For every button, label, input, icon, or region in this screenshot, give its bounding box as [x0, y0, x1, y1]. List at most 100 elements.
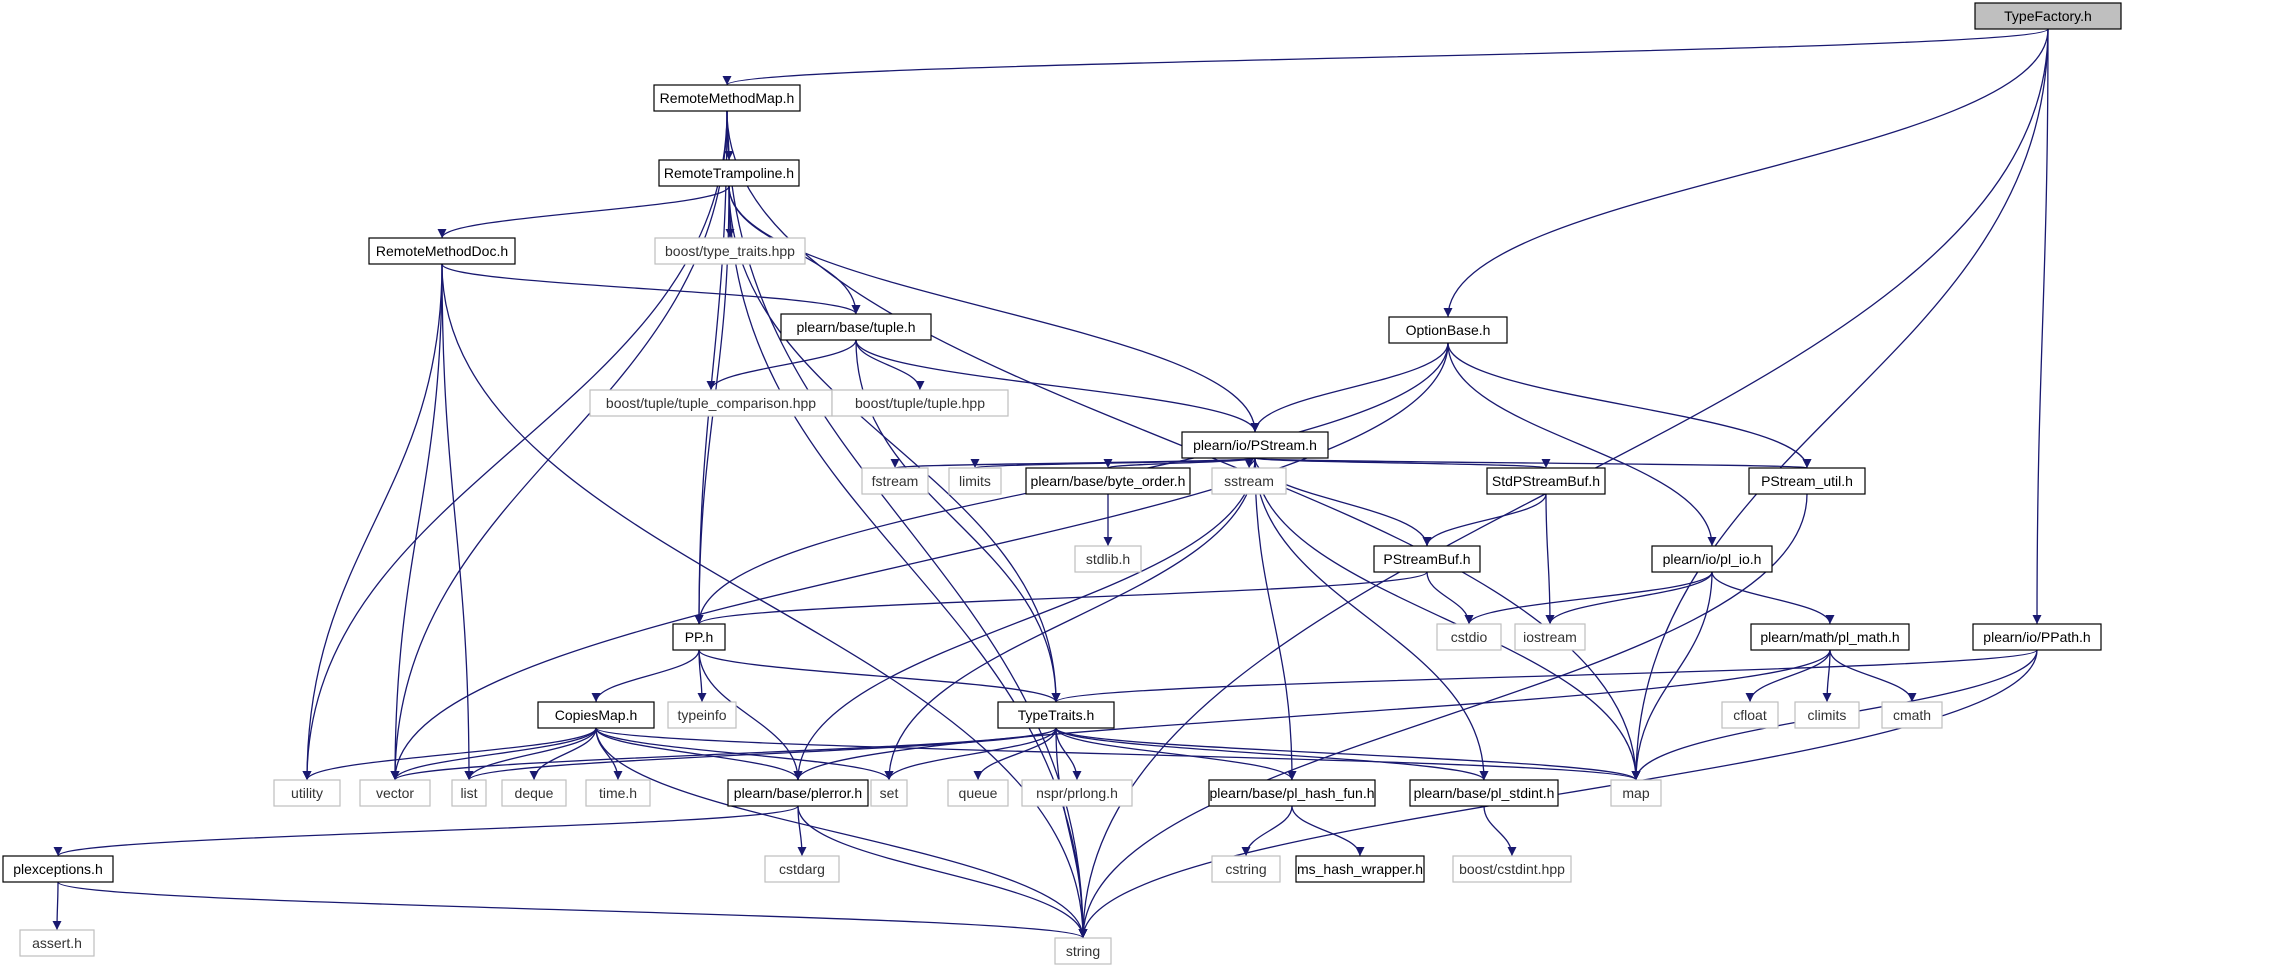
edge-PP-to-CopiesMap — [591, 649, 700, 703]
node-box — [667, 701, 737, 729]
node-boost-tuple: boost/tuple/tuple.hpp — [831, 389, 1009, 417]
node-label: queue — [959, 785, 998, 801]
edge-RemoteMethodMap-to-string — [726, 110, 1088, 939]
node-box — [1025, 467, 1191, 495]
node-box — [1514, 623, 1586, 651]
node-remotemethoddoc[interactable]: RemoteMethodDoc.h — [368, 237, 516, 265]
node-boost-type-traits: boost/type_traits.hpp — [654, 237, 806, 265]
edge-CopiesMap-to-deque — [529, 727, 597, 781]
node-box — [1409, 779, 1559, 807]
node-typetraits[interactable]: TypeTraits.h — [997, 701, 1115, 729]
node-pl-io[interactable]: plearn/io/pl_io.h — [1651, 545, 1773, 573]
edge-pl_math-to-plerror — [793, 649, 1831, 781]
node-plerror[interactable]: plearn/base/plerror.h — [727, 779, 869, 807]
node-fstream: fstream — [861, 467, 929, 495]
edge-StdPStreamBuf-to-iostream — [1545, 493, 1555, 625]
node-label: boost/type_traits.hpp — [665, 243, 795, 259]
node-cstdarg: cstdarg — [764, 855, 840, 883]
edge-StdPStreamBuf-to-PStreamBuf — [1422, 493, 1547, 547]
node-box — [1208, 779, 1376, 807]
node-label: deque — [515, 785, 554, 801]
edge-pl_io-to-map — [1631, 571, 1713, 781]
edge-OptionBase-to-PStream — [1250, 342, 1449, 433]
node-label: stdlib.h — [1086, 551, 1130, 567]
node-byte-order[interactable]: plearn/base/byte_order.h — [1025, 467, 1191, 495]
node-pstream[interactable]: plearn/io/PStream.h — [1181, 431, 1329, 459]
node-optionbase[interactable]: OptionBase.h — [1388, 316, 1508, 344]
node-label: set — [880, 785, 899, 801]
node-label: boost/tuple/tuple.hpp — [855, 395, 985, 411]
node-label: cstring — [1225, 861, 1266, 877]
node-stdlib: stdlib.h — [1074, 545, 1142, 573]
node-ms-hash-wrapper[interactable]: ms_hash_wrapper.h — [1295, 855, 1425, 883]
node-label: time.h — [599, 785, 637, 801]
node-box — [1373, 545, 1481, 573]
node-utility: utility — [273, 779, 341, 807]
node-box — [870, 779, 908, 807]
node-box — [1794, 701, 1860, 729]
node-cmath: cmath — [1881, 701, 1943, 729]
node-typeinfo: typeinfo — [667, 701, 737, 729]
node-pl-stdint[interactable]: plearn/base/pl_stdint.h — [1409, 779, 1559, 807]
node-label: PStreamBuf.h — [1383, 551, 1470, 567]
node-label: climits — [1808, 707, 1847, 723]
edge-PStreamBuf-to-PP — [694, 571, 1428, 625]
node-typefactory[interactable]: TypeFactory.h — [1974, 2, 2122, 30]
edge-RemoteMethodMap-to-utility — [302, 110, 728, 781]
node-copiesmap[interactable]: CopiesMap.h — [537, 701, 655, 729]
edge-RemoteMethodDoc-to-vector — [390, 263, 443, 781]
edge-OptionBase-to-pl_io — [1447, 342, 1717, 547]
node-box — [589, 389, 833, 417]
edge-pl_stdint-to-cstdint — [1483, 805, 1517, 857]
node-label: plexceptions.h — [13, 861, 103, 877]
edge-pl_io-to-cstdio — [1464, 571, 1713, 625]
node-pp[interactable]: PP.h — [672, 623, 726, 651]
node-pl-math[interactable]: plearn/math/pl_math.h — [1750, 623, 1910, 651]
node-sstream: sstream — [1211, 467, 1287, 495]
node-label: plearn/io/pl_io.h — [1663, 551, 1762, 567]
node-stdpstreambuf[interactable]: StdPStreamBuf.h — [1486, 467, 1606, 495]
edge-TypeTraits-to-map — [1055, 727, 1641, 781]
node-box — [653, 84, 801, 112]
node-remotemethodmap[interactable]: RemoteMethodMap.h — [653, 84, 801, 112]
edge-RemoteTrampoline-to-TypeTraits — [728, 185, 1061, 703]
nodes: TypeFactory.hRemoteMethodMap.hRemoteTram… — [2, 2, 2122, 965]
edge-PStream-to-map — [1254, 457, 1641, 781]
node-box — [831, 389, 1009, 417]
node-box — [654, 237, 806, 265]
node-plexceptions[interactable]: plexceptions.h — [2, 855, 114, 883]
node-label: string — [1066, 943, 1100, 959]
edge-RemoteMethodMap-to-vector — [390, 110, 728, 781]
edge-PP-to-plerror — [698, 649, 803, 781]
node-label: iostream — [1523, 629, 1577, 645]
node-box — [1486, 467, 1606, 495]
node-pl-hash-fun[interactable]: plearn/base/pl_hash_fun.h — [1208, 779, 1376, 807]
edge-PStream_util-to-string — [1078, 493, 1808, 939]
node-iostream: iostream — [1514, 623, 1586, 651]
node-box — [1181, 431, 1329, 459]
node-label: CopiesMap.h — [555, 707, 638, 723]
node-cfloat: cfloat — [1721, 701, 1779, 729]
node-pstreambuf[interactable]: PStreamBuf.h — [1373, 545, 1481, 573]
edge-RemoteMethodDoc-to-string — [441, 263, 1088, 939]
node-tuple-comparison: boost/tuple/tuple_comparison.hpp — [589, 389, 833, 417]
node-pstream-util[interactable]: PStream_util.h — [1748, 467, 1866, 495]
node-box — [451, 779, 487, 807]
edge-pl_io-to-pl_math — [1711, 571, 1835, 625]
node-label: plearn/math/pl_math.h — [1760, 629, 1899, 645]
node-remotetrampoline[interactable]: RemoteTrampoline.h — [658, 159, 800, 187]
node-box — [585, 779, 651, 807]
node-box — [359, 779, 431, 807]
node-cstring: cstring — [1211, 855, 1281, 883]
node-tuple[interactable]: plearn/base/tuple.h — [780, 313, 932, 341]
edge-PPath-to-string — [1078, 649, 2038, 939]
node-ppath[interactable]: plearn/io/PPath.h — [1972, 623, 2102, 651]
node-label: StdPStreamBuf.h — [1492, 473, 1600, 489]
edge-pl_io-to-iostream — [1545, 571, 1713, 625]
edge-TypeFactory-to-OptionBase — [1443, 28, 2049, 318]
node-box — [368, 237, 516, 265]
node-box — [948, 467, 1002, 495]
node-set: set — [870, 779, 908, 807]
edge-plexceptions-to-assert — [52, 881, 62, 931]
